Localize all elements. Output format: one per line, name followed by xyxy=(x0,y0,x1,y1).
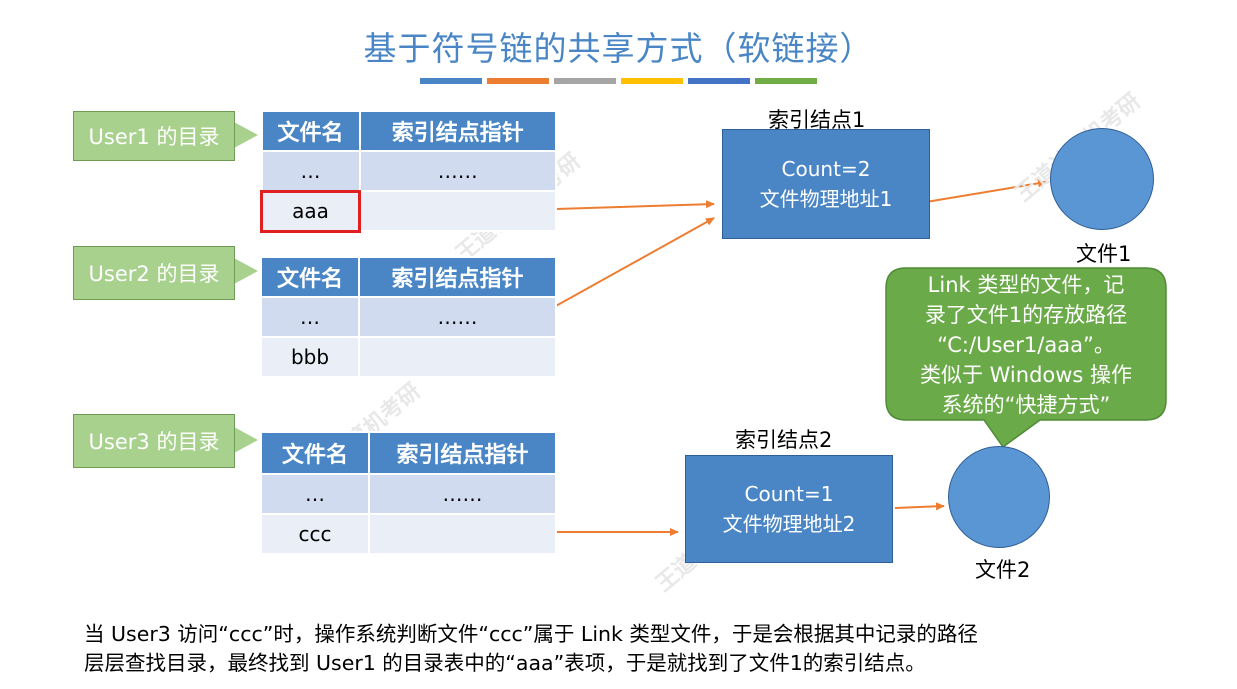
explanation-text: 当 User3 访问“ccc”时，操作系统判断文件“ccc”属于 Link 类型… xyxy=(84,620,1184,678)
user1-directory-label: User1 的目录 xyxy=(88,125,220,149)
cell-filename-bbb: bbb xyxy=(260,336,360,378)
user3-directory-label: User3 的目录 xyxy=(88,430,220,454)
callout-tail-2 xyxy=(234,258,258,284)
inode2-label: 索引结点2 xyxy=(735,428,833,452)
title-bar-2 xyxy=(487,78,549,84)
header-inode-pointer: 索引结点指针 xyxy=(358,110,557,152)
link-bubble-shape xyxy=(885,267,1167,449)
inode1-box: Count=2 文件物理地址1 xyxy=(722,129,930,239)
header-inode-pointer: 索引结点指针 xyxy=(368,431,557,475)
callout-tail-3 xyxy=(234,427,258,453)
explanation-line: 当 User3 访问“ccc”时，操作系统判断文件“ccc”属于 Link 类型… xyxy=(84,622,978,646)
header-filename: 文件名 xyxy=(260,110,361,152)
bubble-line: 类似于 Windows 操作 xyxy=(919,363,1133,387)
bubble-line: Link 类型的文件，记 xyxy=(927,273,1125,297)
inode2-count: Count=1 xyxy=(744,482,834,506)
user2-directory-callout: User2 的目录 xyxy=(73,246,235,300)
explanation-line: 层层查找目录，最终找到 User1 的目录表中的“aaa”表项，于是就找到了文件… xyxy=(84,651,926,675)
bubble-line: 录了文件1的存放路径 xyxy=(924,303,1128,327)
cell-filename-ccc: ccc xyxy=(260,513,370,555)
file1-label: 文件1 xyxy=(1076,242,1132,266)
file1-circle xyxy=(1050,128,1154,230)
user1-directory-table: 文件名 索引结点指针 … …… aaa xyxy=(260,110,557,233)
file2-circle xyxy=(948,446,1050,548)
title-bar-3 xyxy=(554,78,616,84)
user3-directory-table: 文件名 索引结点指针 … …… ccc xyxy=(260,431,557,555)
user3-directory-callout: User3 的目录 xyxy=(73,414,235,468)
cell-pointer: …… xyxy=(358,150,557,192)
header-inode-pointer: 索引结点指针 xyxy=(358,256,557,298)
user2-directory-table: 文件名 索引结点指针 … …… bbb xyxy=(260,256,557,378)
inode1-count: Count=2 xyxy=(781,157,871,181)
header-filename: 文件名 xyxy=(260,256,360,298)
bubble-line: 系统的“快捷方式” xyxy=(941,393,1111,417)
inode1-label: 索引结点1 xyxy=(768,108,866,132)
inode2-box: Count=1 文件物理地址2 xyxy=(685,455,893,563)
arrow-inode1-to-file1 xyxy=(913,179,1047,205)
title-bar-1 xyxy=(420,78,482,84)
page-title: 基于符号链的共享方式（软链接） xyxy=(363,29,874,68)
inode2-address: 文件物理地址2 xyxy=(722,512,856,536)
file2-label: 文件2 xyxy=(975,558,1031,582)
cell-pointer xyxy=(358,190,557,232)
arrow-inode2-to-file2 xyxy=(894,502,945,511)
link-bubble-text: Link 类型的文件，记 录了文件1的存放路径 “C:/User1/aaa”。 … xyxy=(886,270,1166,420)
cell-pointer xyxy=(368,513,557,555)
title-bar-4 xyxy=(621,78,683,84)
cell-filename-aaa: aaa xyxy=(260,189,361,233)
user2-directory-label: User2 的目录 xyxy=(88,262,220,286)
cell-pointer xyxy=(358,336,557,378)
user1-directory-callout: User1 的目录 xyxy=(73,111,235,161)
inode1-address: 文件物理地址1 xyxy=(759,187,893,211)
cell-filename: … xyxy=(260,296,360,338)
cell-pointer: …… xyxy=(358,296,557,338)
cell-filename: … xyxy=(260,473,370,515)
header-filename: 文件名 xyxy=(260,431,370,475)
callout-tail-1 xyxy=(234,122,258,148)
title-bar-5 xyxy=(688,78,750,84)
cell-pointer: …… xyxy=(368,473,557,515)
cell-filename: … xyxy=(260,150,361,192)
title-bar-6 xyxy=(755,78,817,84)
bubble-line: “C:/User1/aaa”。 xyxy=(937,333,1115,357)
